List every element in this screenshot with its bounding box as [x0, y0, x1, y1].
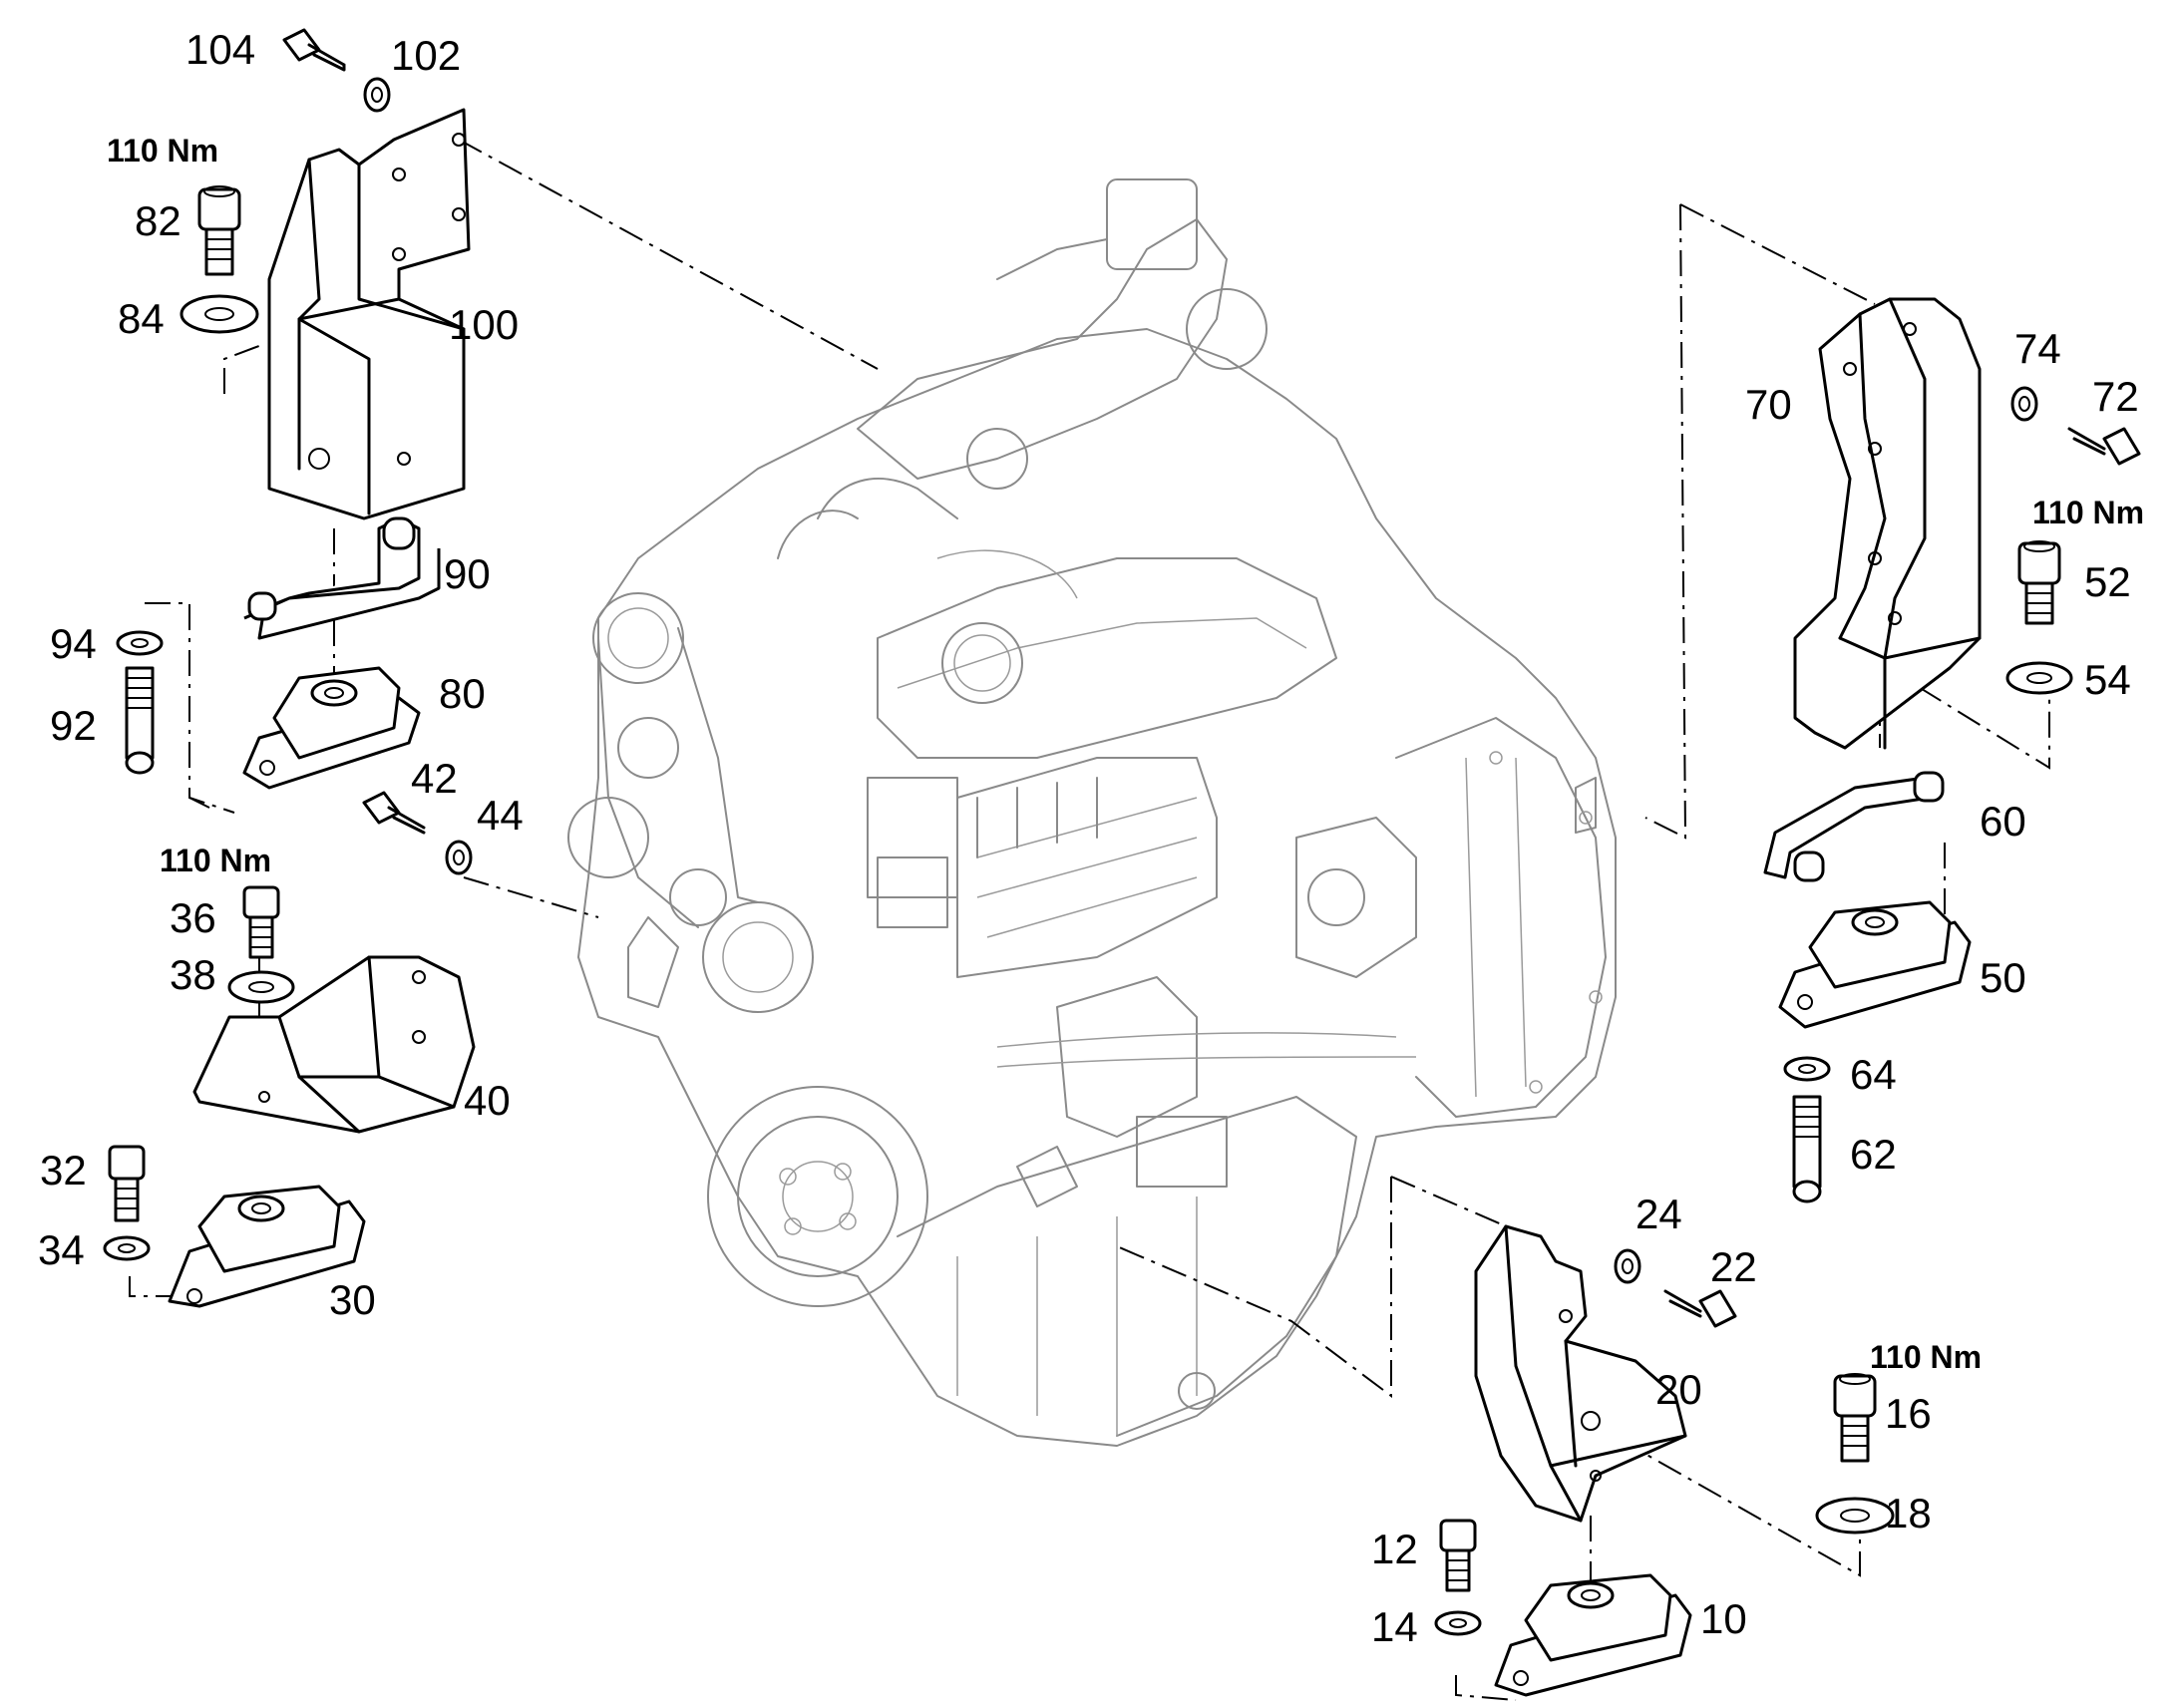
bolt-62 — [1792, 1095, 1822, 1203]
part-label-52: 52 — [2084, 558, 2131, 605]
bolt-16 — [1833, 1373, 1877, 1463]
part-label-94: 94 — [50, 620, 97, 667]
part-label-102: 102 — [391, 32, 461, 79]
washer-102 — [363, 77, 391, 113]
bracket-40 — [192, 955, 476, 1134]
washer-54 — [2005, 661, 2073, 695]
bolt-72 — [2067, 427, 2141, 466]
bolt-36 — [242, 885, 280, 959]
washer-24 — [1614, 1248, 1641, 1284]
part-label-22: 22 — [1710, 1243, 1757, 1290]
bolt-52 — [2017, 540, 2061, 625]
washer-74 — [2010, 386, 2038, 422]
part-label-74: 74 — [2014, 325, 2061, 372]
engine-illustration — [567, 178, 1617, 1447]
part-label-36: 36 — [170, 894, 216, 941]
part-label-54: 54 — [2084, 656, 2131, 703]
part-label-50: 50 — [1980, 954, 2026, 1001]
torque-label-36: 110 Nm — [160, 843, 271, 878]
torque-label-52: 110 Nm — [2032, 495, 2144, 530]
bracket-100 — [267, 108, 471, 520]
bolt-42 — [362, 791, 426, 835]
part-label-40: 40 — [464, 1077, 511, 1124]
washer-64 — [1783, 1056, 1831, 1082]
part-label-16: 16 — [1885, 1390, 1932, 1437]
part-label-90: 90 — [444, 550, 491, 597]
part-label-24: 24 — [1635, 1191, 1682, 1237]
part-label-70: 70 — [1745, 381, 1792, 428]
part-label-84: 84 — [118, 295, 165, 342]
part-label-20: 20 — [1655, 1366, 1702, 1413]
part-label-72: 72 — [2092, 373, 2139, 420]
bolt-104 — [282, 28, 346, 72]
mount-10 — [1494, 1573, 1692, 1697]
washer-14 — [1434, 1610, 1482, 1636]
washer-84 — [180, 294, 259, 334]
part-label-10: 10 — [1700, 1595, 1747, 1642]
mount-80 — [242, 666, 421, 790]
bolt-82 — [197, 185, 241, 276]
part-label-100: 100 — [449, 301, 519, 348]
part-label-62: 62 — [1850, 1131, 1897, 1178]
part-label-44: 44 — [477, 792, 524, 839]
part-label-104: 104 — [185, 26, 255, 73]
washer-18 — [1815, 1497, 1895, 1535]
bracket-60 — [1763, 771, 1945, 882]
part-label-14: 14 — [1371, 1603, 1418, 1650]
part-label-80: 80 — [439, 670, 486, 717]
part-label-18: 18 — [1885, 1490, 1932, 1537]
bolt-92 — [125, 666, 155, 775]
bracket-20 — [1474, 1224, 1687, 1523]
mount-50 — [1778, 900, 1972, 1029]
part-label-32: 32 — [40, 1147, 87, 1194]
bracket-90 — [243, 516, 441, 640]
torque-label-82: 110 Nm — [107, 133, 218, 169]
bracket-70 — [1793, 297, 1982, 750]
part-label-64: 64 — [1850, 1051, 1897, 1098]
part-label-12: 12 — [1371, 1526, 1418, 1572]
part-label-92: 92 — [50, 702, 97, 749]
washer-34 — [103, 1235, 151, 1261]
bolt-32 — [108, 1145, 146, 1222]
part-label-60: 60 — [1980, 798, 2026, 845]
washer-38 — [227, 970, 295, 1004]
washer-94 — [116, 630, 164, 656]
part-label-34: 34 — [38, 1226, 85, 1273]
mount-30 — [168, 1185, 366, 1308]
torque-label-16: 110 Nm — [1870, 1339, 1982, 1375]
washer-44 — [445, 840, 473, 875]
bolt-12 — [1439, 1519, 1477, 1592]
part-label-38: 38 — [170, 951, 216, 998]
bolt-22 — [1663, 1289, 1737, 1328]
part-label-30: 30 — [329, 1276, 376, 1323]
part-label-82: 82 — [135, 197, 182, 244]
part-label-42: 42 — [411, 755, 458, 802]
